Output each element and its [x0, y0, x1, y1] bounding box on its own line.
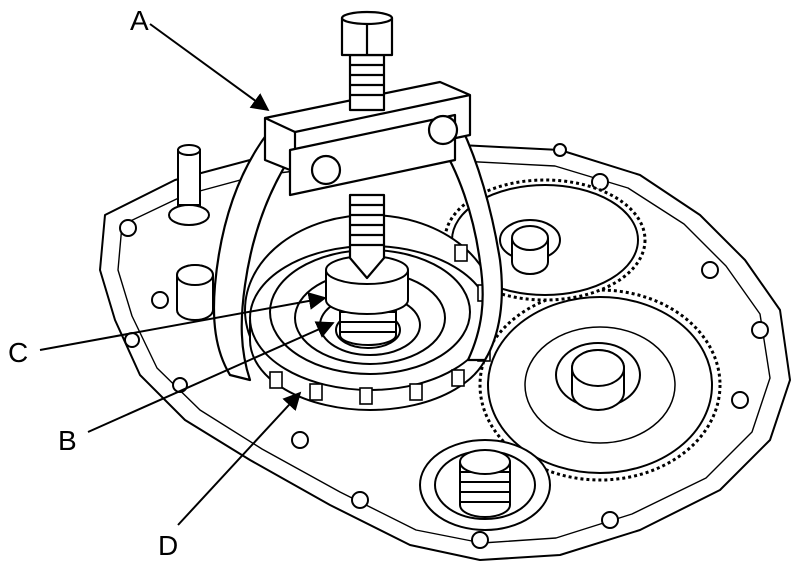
callout-leaders	[39, 23, 335, 526]
lower-shaft	[419, 439, 551, 531]
large-gear	[478, 288, 722, 482]
callout-b-label: B	[58, 425, 77, 456]
callout-a-label: A	[130, 5, 149, 36]
puller-adapter	[325, 255, 409, 315]
puller-tool	[212, 10, 503, 382]
callout-d-label: D	[158, 530, 178, 561]
left-shafts	[168, 144, 214, 321]
callout-c-label: C	[8, 337, 28, 368]
